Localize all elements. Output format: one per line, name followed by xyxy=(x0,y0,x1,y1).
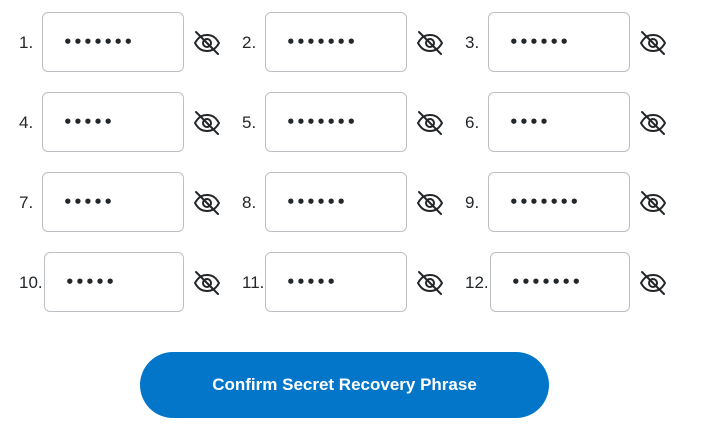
word-field[interactable] xyxy=(42,92,184,152)
eye-slash-icon[interactable] xyxy=(638,108,668,138)
word-input[interactable] xyxy=(43,13,183,71)
eye-slash-icon[interactable] xyxy=(638,188,668,218)
word-field[interactable] xyxy=(265,172,407,232)
word-number: 11. xyxy=(242,273,265,292)
word-input[interactable] xyxy=(489,93,629,151)
eye-slash-icon[interactable] xyxy=(415,268,445,298)
word-number: 3. xyxy=(465,33,480,52)
phrase-word-8: 8. xyxy=(223,172,446,234)
eye-slash-icon[interactable] xyxy=(192,28,222,58)
phrase-word-1: 1. xyxy=(0,12,223,74)
word-field[interactable] xyxy=(42,172,184,232)
word-number: 8. xyxy=(242,193,257,212)
word-number: 9. xyxy=(465,193,480,212)
phrase-word-4: 4. xyxy=(0,92,223,154)
confirm-secret-recovery-phrase-button[interactable]: Confirm Secret Recovery Phrase xyxy=(140,352,549,418)
word-input[interactable] xyxy=(266,93,406,151)
word-field[interactable] xyxy=(42,12,184,72)
word-field[interactable] xyxy=(265,252,407,312)
word-input[interactable] xyxy=(43,173,183,231)
word-number: 6. xyxy=(465,113,480,132)
word-number: 4. xyxy=(19,113,34,132)
word-input[interactable] xyxy=(491,253,629,311)
word-number: 1. xyxy=(19,33,34,52)
word-field[interactable] xyxy=(488,12,630,72)
word-number: 7. xyxy=(19,193,34,212)
word-number: 10. xyxy=(19,273,43,292)
word-input[interactable] xyxy=(45,253,183,311)
phrase-word-9: 9. xyxy=(446,172,669,234)
phrase-word-2: 2. xyxy=(223,12,446,74)
word-field[interactable] xyxy=(265,92,407,152)
eye-slash-icon[interactable] xyxy=(415,28,445,58)
phrase-word-10: 10. xyxy=(0,252,223,314)
word-input[interactable] xyxy=(266,173,406,231)
phrase-word-6: 6. xyxy=(446,92,669,154)
eye-slash-icon[interactable] xyxy=(415,108,445,138)
eye-slash-icon[interactable] xyxy=(192,268,222,298)
word-number: 12. xyxy=(465,273,489,292)
eye-slash-icon[interactable] xyxy=(638,28,668,58)
word-input[interactable] xyxy=(43,93,183,151)
word-number: 2. xyxy=(242,33,257,52)
word-input[interactable] xyxy=(266,13,406,71)
phrase-word-12: 12. xyxy=(446,252,669,314)
word-field[interactable] xyxy=(265,12,407,72)
phrase-word-7: 7. xyxy=(0,172,223,234)
phrase-word-5: 5. xyxy=(223,92,446,154)
eye-slash-icon[interactable] xyxy=(415,188,445,218)
word-field[interactable] xyxy=(44,252,184,312)
eye-slash-icon[interactable] xyxy=(638,268,668,298)
word-field[interactable] xyxy=(490,252,630,312)
secret-recovery-phrase-grid: 1. 2. 3. xyxy=(0,12,669,314)
word-field[interactable] xyxy=(488,172,630,232)
word-input[interactable] xyxy=(489,13,629,71)
eye-slash-icon[interactable] xyxy=(192,108,222,138)
phrase-word-11: 11. xyxy=(223,252,446,314)
phrase-word-3: 3. xyxy=(446,12,669,74)
word-input[interactable] xyxy=(266,253,406,311)
word-input[interactable] xyxy=(489,173,629,231)
word-number: 5. xyxy=(242,113,257,132)
eye-slash-icon[interactable] xyxy=(192,188,222,218)
word-field[interactable] xyxy=(488,92,630,152)
